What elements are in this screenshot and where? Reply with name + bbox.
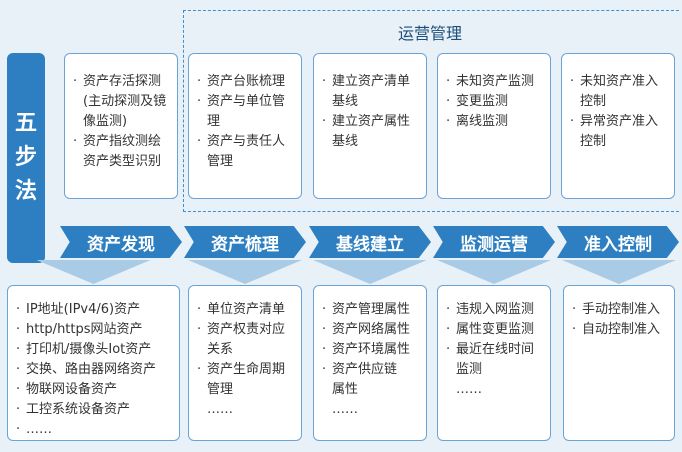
list-item: 控制: [580, 94, 607, 109]
step-arrow: 基线建立: [309, 226, 431, 258]
list-item: 关系: [207, 342, 234, 357]
top-box: 未知资产准入控制异常资产准入控制: [561, 53, 675, 199]
list-item: IP地址(IPv4/6)资产: [16, 300, 173, 320]
operations-group-border: [183, 10, 679, 212]
list-item: ……: [207, 402, 233, 417]
list-item: 自动控制准入: [572, 320, 668, 340]
list-item: 未知资产准入: [570, 72, 668, 92]
bottom-box: 违规入网监测属性变更监测最近在线时间监测 ……: [437, 285, 551, 441]
list-item: 资产供应链: [322, 360, 420, 380]
list-item: 基线: [332, 94, 359, 109]
list-item: 异常资产准入: [570, 112, 668, 132]
list-item: http/https网站资产: [16, 320, 173, 340]
list-item: 属性变更监测: [446, 320, 544, 340]
top-box: 资产台账梳理资产与单位管理资产与责任人管理: [188, 53, 302, 199]
list-item: 违规入网监测: [446, 300, 544, 320]
step-arrow: 监测运营: [433, 226, 555, 258]
step-arrow: 准入控制: [557, 226, 679, 258]
list-item: 资产指纹测绘: [73, 132, 171, 152]
list-item: 资产权责对应: [197, 320, 295, 340]
list-item: 资产存活探测: [73, 72, 171, 92]
list-item: 监测: [456, 362, 483, 377]
list-item: 交换、路由器网络资产: [16, 360, 173, 380]
top-box: 建立资产清单基线建立资产属性基线: [313, 53, 427, 199]
list-item: 建立资产属性: [322, 112, 420, 132]
list-item: 最近在线时间: [446, 340, 544, 360]
list-item: ……: [332, 402, 358, 417]
list-item: 像监测): [83, 114, 128, 129]
list-item: 属性: [332, 382, 359, 397]
list-item: 物联网设备资产: [16, 380, 173, 400]
list-item: ……: [16, 420, 173, 440]
list-item: 资产台账梳理: [197, 72, 295, 92]
top-box: 未知资产监测变更监测离线监测: [437, 53, 551, 199]
bottom-box: 资产管理属性资产网络属性资产环境属性资产供应链属性 ……: [313, 285, 427, 441]
list-item: 资产与责任人: [197, 132, 295, 152]
list-item: (主动探测及镜: [83, 94, 167, 109]
bottom-box: 单位资产清单资产权责对应关系资产生命周期管理 ……: [188, 285, 302, 441]
list-item: 控制: [580, 134, 607, 149]
operations-title: 运营管理: [397, 24, 462, 43]
list-item: 手动控制准入: [572, 300, 668, 320]
list-item: 资产类型识别: [83, 154, 162, 169]
list-item: 基线: [332, 134, 359, 149]
list-item: 变更监测: [446, 92, 544, 112]
bottom-box: IP地址(IPv4/6)资产http/https网站资产打印机/摄像头Iot资产…: [7, 285, 180, 441]
list-item: ……: [456, 382, 482, 397]
list-item: 资产生命周期: [197, 360, 295, 380]
side-char: 五: [14, 111, 37, 136]
side-char: 法: [14, 179, 37, 204]
five-step-label: 五 步 法: [7, 53, 45, 263]
list-item: 资产与单位管理: [197, 92, 295, 132]
list-item: 工控系统设备资产: [16, 400, 173, 420]
list-item: 打印机/摄像头Iot资产: [16, 340, 173, 360]
list-item: 资产管理属性: [322, 300, 420, 320]
list-item: 管理: [207, 154, 234, 169]
list-item: 单位资产清单: [197, 300, 295, 320]
bottom-box: 手动控制准入自动控制准入: [563, 285, 675, 441]
list-item: 资产环境属性: [322, 340, 420, 360]
list-item: 管理: [207, 382, 234, 397]
step-arrow: 资产梳理: [184, 226, 306, 258]
list-item: 建立资产清单: [322, 72, 420, 92]
list-item: 未知资产监测: [446, 72, 544, 92]
side-char: 步: [14, 145, 37, 170]
step-arrow: 资产发现: [60, 226, 182, 258]
list-item: 资产网络属性: [322, 320, 420, 340]
list-item: 离线监测: [446, 112, 544, 132]
